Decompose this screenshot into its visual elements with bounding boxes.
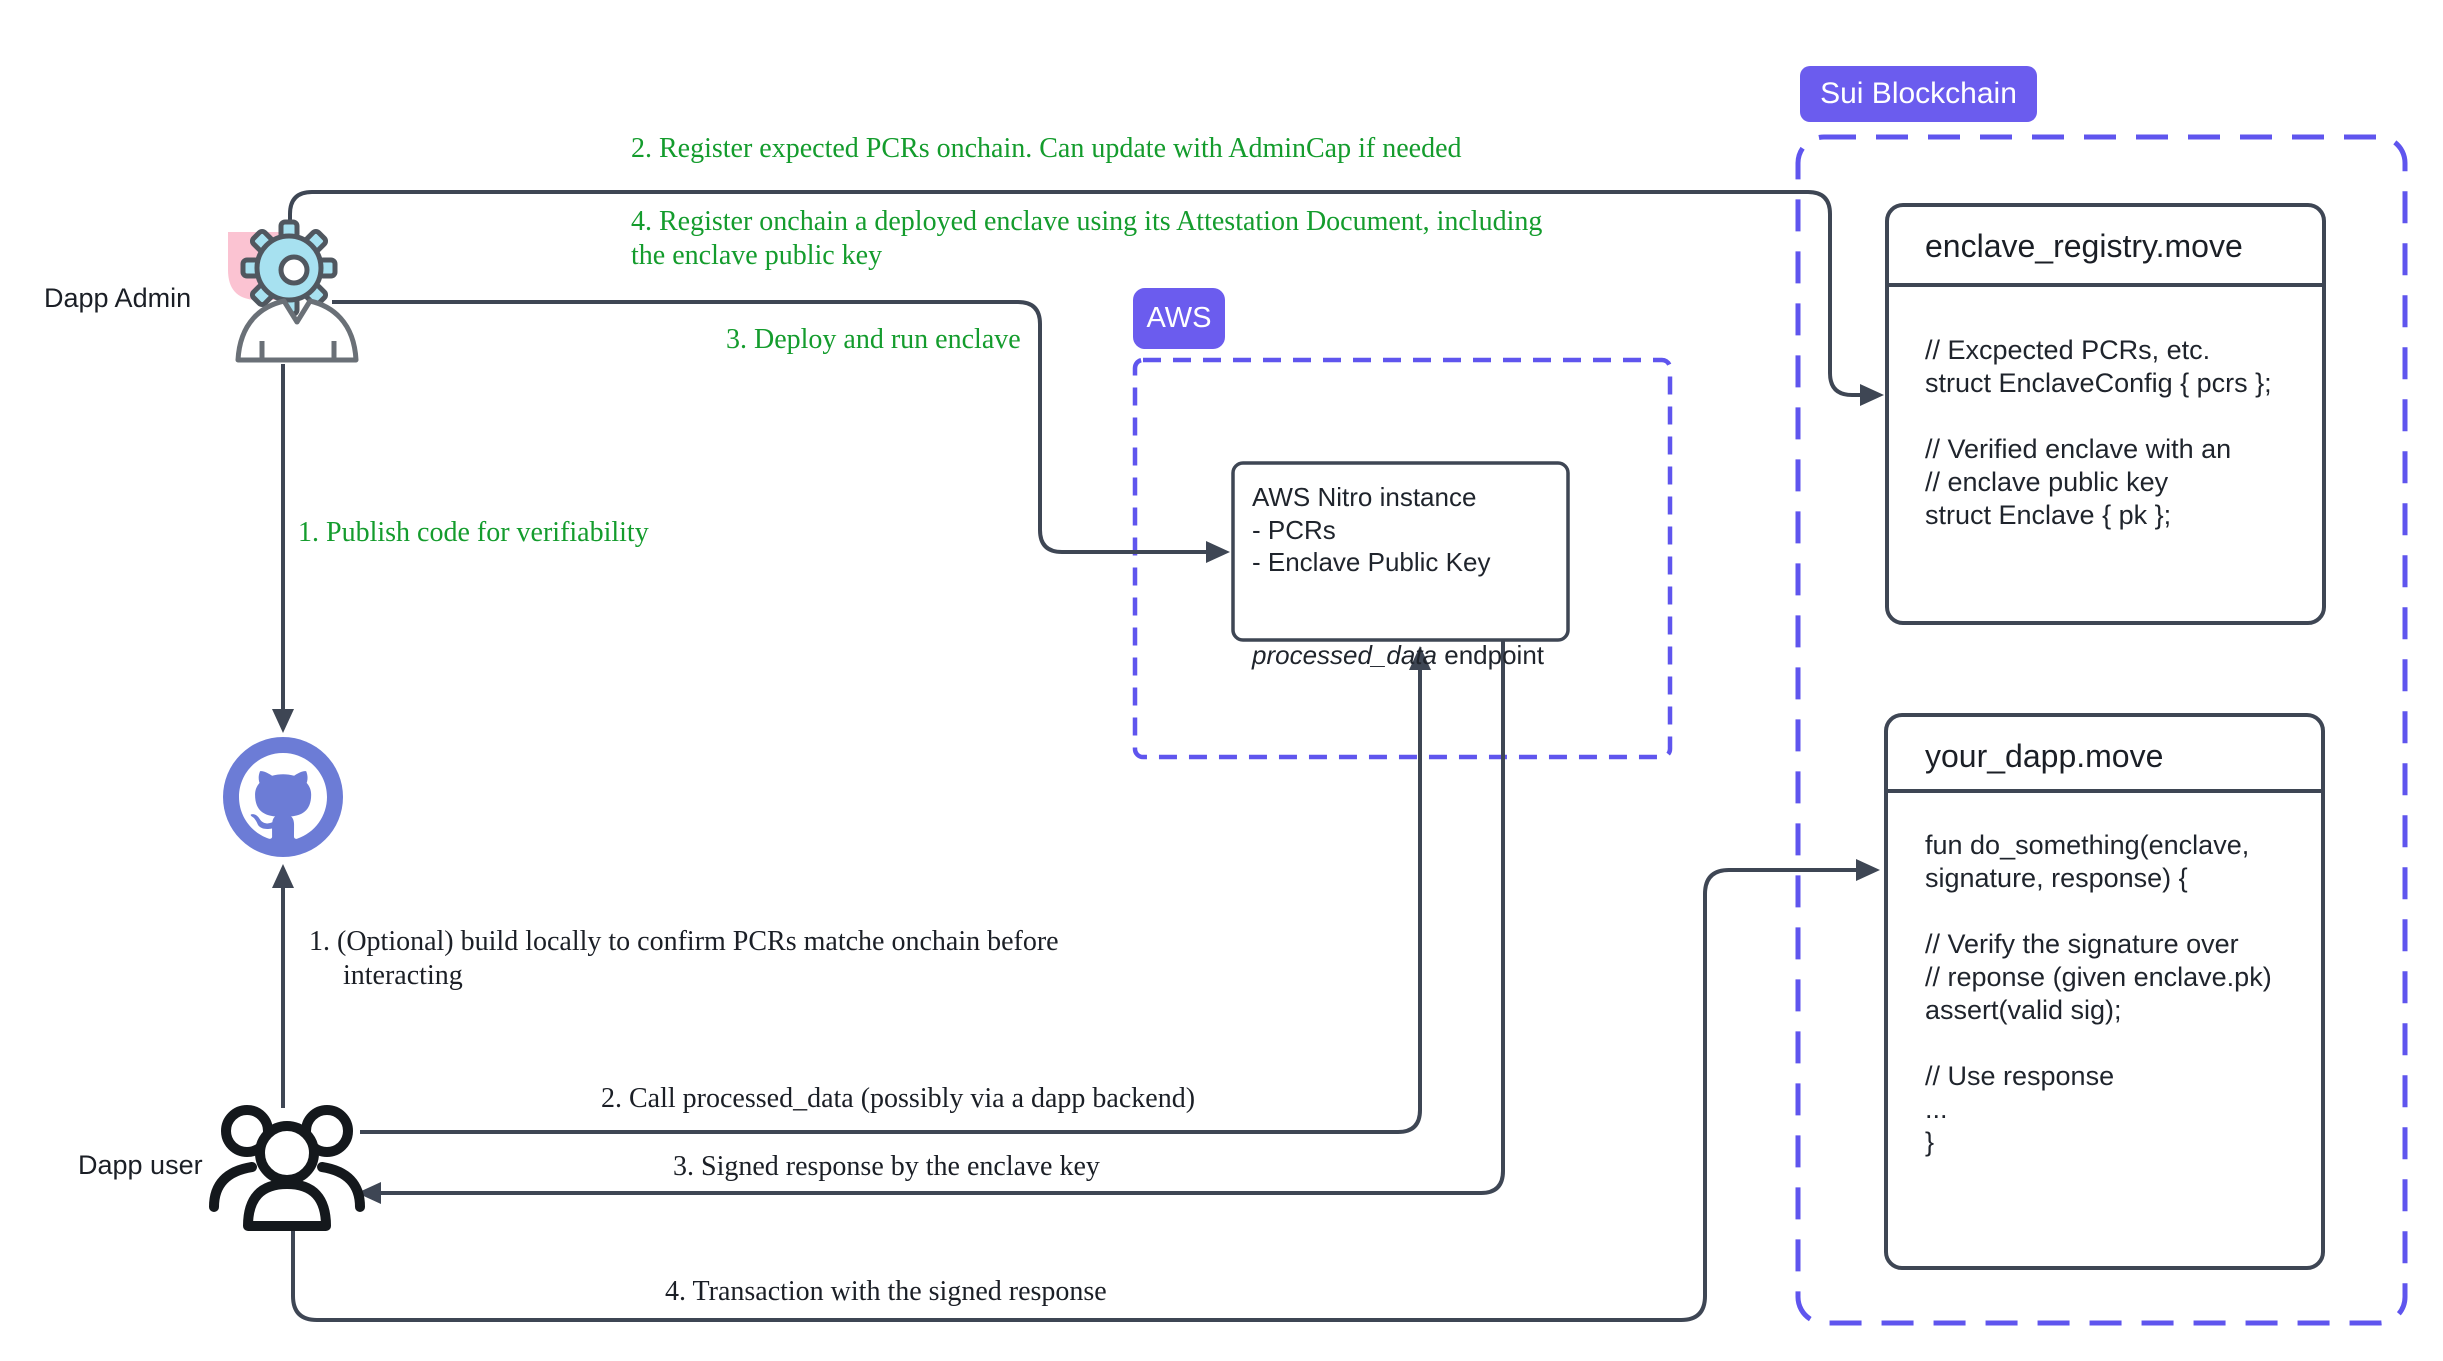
nitro-endpoint-suffix: endpoint [1437, 639, 1545, 670]
enclave-registry-code: // Excpected PCRs, etc. struct EnclaveCo… [1925, 335, 2272, 530]
your-dapp-title: your_dapp.move [1925, 738, 2164, 774]
dapp-admin-label: Dapp Admin [44, 283, 192, 313]
annotation-deploy: 3. Deploy and run enclave [726, 324, 1021, 355]
annotation-signed-response: 3. Signed response by the enclave key [673, 1151, 1100, 1182]
aws-badge: AWS [1133, 288, 1225, 349]
annotation-register-enclave: 4. Register onchain a deployed enclave u… [631, 206, 1543, 271]
dapp-user-icon [209, 1105, 365, 1231]
connector-register-pcrs [288, 190, 1862, 397]
arrowhead-into-nitro [1206, 541, 1230, 563]
arrowhead-into-github-top [272, 709, 294, 733]
connector-signed-response [379, 640, 1505, 1195]
arrowhead-into-registry [1860, 384, 1884, 406]
arrowhead-into-github-bottom [272, 864, 294, 888]
nitro-box-text: AWS Nitro instance - PCRs - Enclave Publ… [1252, 482, 1491, 577]
arrowhead-into-dapp [1856, 859, 1880, 881]
admin-body [235, 298, 359, 363]
connector-transaction [291, 868, 1858, 1322]
annotation-transaction: 4. Transaction with the signed response [665, 1276, 1107, 1307]
your-dapp-box [1884, 713, 2325, 1270]
nitro-endpoint-name: processed_data [1252, 639, 1438, 670]
aws-nitro-instance-box [1231, 461, 1570, 642]
enclave-registry-box [1885, 203, 2326, 625]
dapp-user-label: Dapp user [78, 1150, 203, 1180]
gear-icon [240, 219, 338, 317]
arrowhead-into-endpoint [1409, 646, 1431, 670]
your-dapp-code: fun do_something(enclave, signature, res… [1925, 830, 2272, 1157]
connector-deploy-enclave [332, 300, 1208, 554]
enclave-registry-title: enclave_registry.move [1925, 228, 2243, 264]
sui-blockchain-badge: Sui Blockchain [1800, 66, 2037, 122]
annotation-publish: 1. Publish code for verifiability [298, 517, 649, 548]
annotation-register-pcrs: 2. Register expected PCRs onchain. Can u… [631, 133, 1462, 164]
sui-blockchain-dashed-container [1795, 134, 2408, 1326]
annotation-build-locally: 1. (Optional) build locally to confirm P… [309, 926, 1059, 991]
arrowheads [272, 384, 1884, 1204]
dapp-admin-icon [228, 219, 359, 363]
github-icon [223, 737, 343, 857]
connectors [281, 190, 1862, 1322]
nitro-endpoint-line: processed_data endpoint [1252, 606, 1552, 671]
annotation-call-endpoint: 2. Call processed_data (possibly via a d… [601, 1083, 1196, 1114]
aws-dashed-container [1132, 357, 1673, 760]
connector-call-endpoint [360, 668, 1422, 1134]
arrowhead-into-user [357, 1182, 381, 1204]
